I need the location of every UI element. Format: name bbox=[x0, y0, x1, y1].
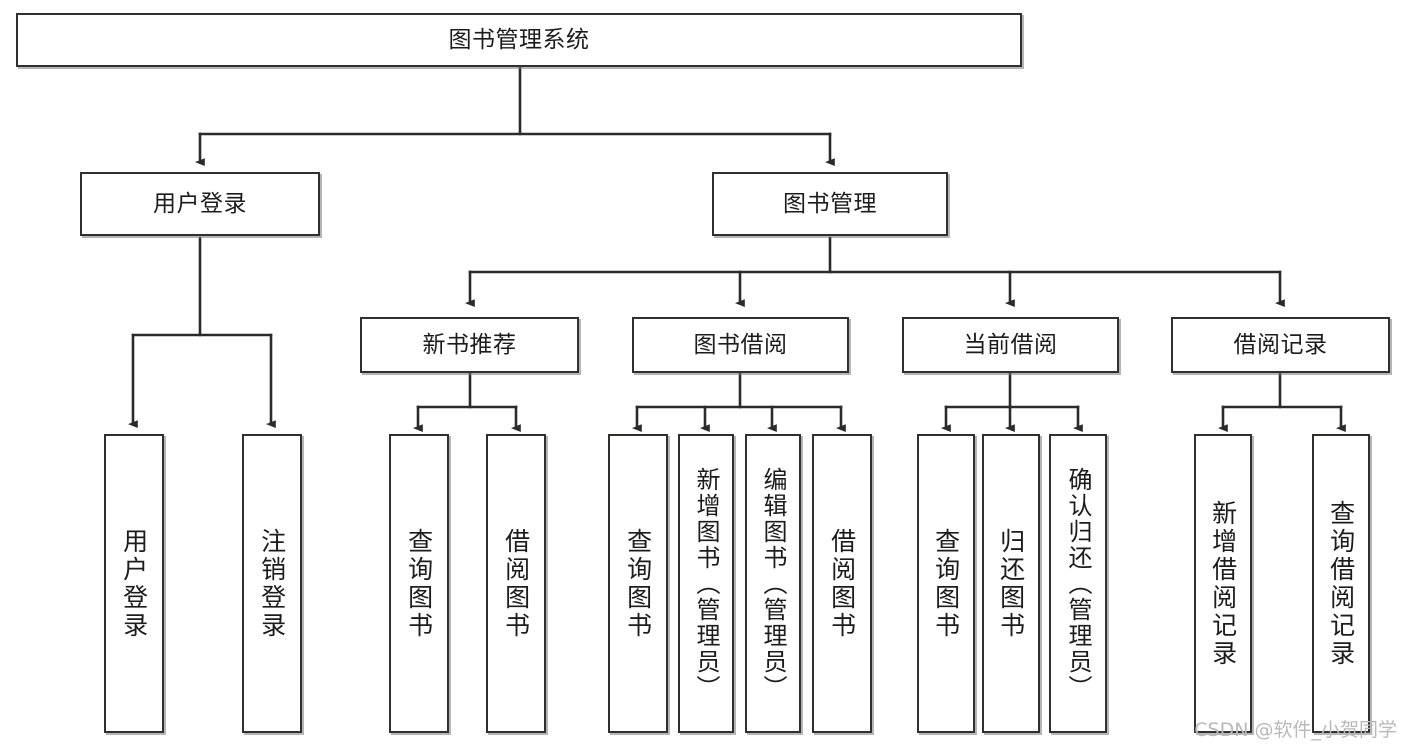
node-root-book-management-system[interactable]: 图书管理系统 bbox=[16, 13, 1022, 67]
leaf-borrow-records-query-record[interactable]: 查询借阅记录 bbox=[1312, 434, 1370, 733]
leaf-book-borrow-edit-book-admin[interactable]: 编辑图书（管理员） bbox=[745, 434, 801, 733]
leaf-book-borrow-borrow-book[interactable]: 借阅图书 bbox=[812, 434, 872, 733]
node-label: 新增借阅记录 bbox=[1208, 499, 1238, 668]
node-label: 用户登录 bbox=[153, 190, 247, 217]
node-label: 图书管理 bbox=[783, 190, 877, 217]
node-label: 查询图书 bbox=[623, 527, 653, 640]
leaf-current-borrow-query-book[interactable]: 查询图书 bbox=[917, 434, 975, 733]
leaf-borrow-records-add-record[interactable]: 新增借阅记录 bbox=[1194, 434, 1252, 733]
node-label: 新书推荐 bbox=[422, 331, 517, 358]
leaf-book-borrow-add-book-admin[interactable]: 新增图书（管理员） bbox=[678, 434, 734, 733]
node-label: 当前借阅 bbox=[963, 331, 1058, 358]
node-new-book-recommend[interactable]: 新书推荐 bbox=[360, 317, 579, 373]
watermark-text: CSDN @软件_小贺同学 bbox=[1194, 719, 1397, 741]
node-label: 新增图书（管理员） bbox=[692, 466, 720, 701]
node-label: 编辑图书（管理员） bbox=[759, 466, 787, 701]
node-label: 归还图书 bbox=[996, 527, 1026, 640]
leaf-user-login-logout[interactable]: 注销登录 bbox=[242, 434, 302, 733]
node-label: 借阅记录 bbox=[1233, 331, 1328, 358]
node-label: 查询图书 bbox=[404, 527, 434, 640]
leaf-current-borrow-return-book[interactable]: 归还图书 bbox=[982, 434, 1040, 733]
leaf-book-borrow-query-book[interactable]: 查询图书 bbox=[608, 434, 668, 733]
node-label: 借阅图书 bbox=[501, 527, 531, 640]
leaf-user-login-login[interactable]: 用户登录 bbox=[104, 434, 164, 733]
node-book-management[interactable]: 图书管理 bbox=[712, 172, 948, 236]
leaf-new-book-query-book[interactable]: 查询图书 bbox=[389, 434, 449, 733]
leaf-new-book-borrow-book[interactable]: 借阅图书 bbox=[486, 434, 546, 733]
node-label: 图书借阅 bbox=[693, 331, 788, 358]
node-label: 借阅图书 bbox=[827, 527, 857, 640]
node-label: 图书管理系统 bbox=[448, 26, 590, 53]
node-label: 注销登录 bbox=[257, 527, 287, 640]
leaf-current-borrow-confirm-return-admin[interactable]: 确认归还（管理员） bbox=[1049, 434, 1107, 733]
node-book-borrow[interactable]: 图书借阅 bbox=[632, 317, 849, 373]
node-borrow-records[interactable]: 借阅记录 bbox=[1171, 317, 1390, 373]
node-user-login[interactable]: 用户登录 bbox=[80, 172, 320, 236]
node-label: 确认归还（管理员） bbox=[1064, 466, 1092, 701]
node-current-borrow[interactable]: 当前借阅 bbox=[902, 317, 1119, 373]
node-label: 查询图书 bbox=[931, 527, 961, 640]
node-label: 用户登录 bbox=[119, 527, 149, 640]
node-label: 查询借阅记录 bbox=[1326, 499, 1356, 668]
